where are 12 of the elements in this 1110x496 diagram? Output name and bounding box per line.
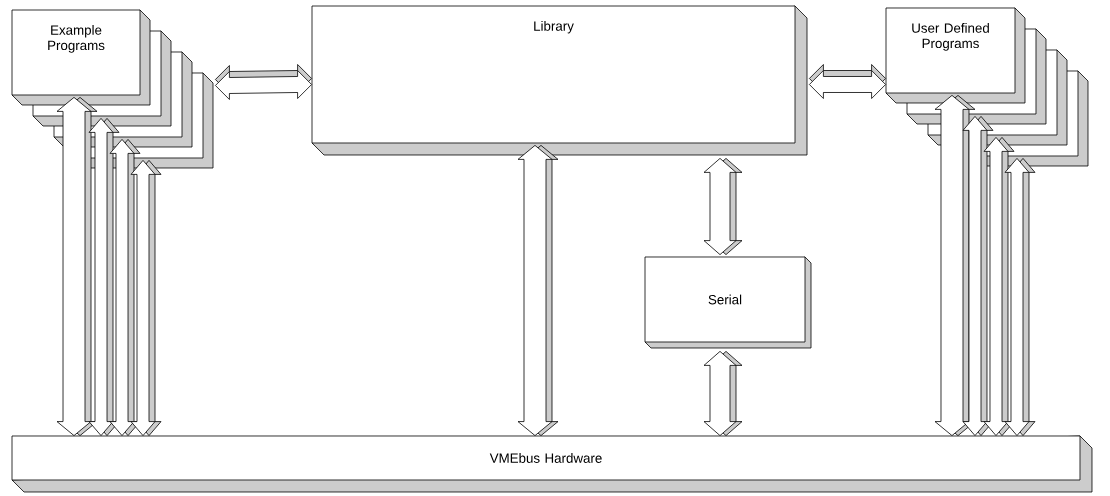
double-arrow	[1004, 158, 1036, 436]
double-arrow	[517, 145, 559, 436]
serial-box: Serial	[644, 256, 812, 349]
double-arrow	[215, 64, 312, 100]
double-arrow	[809, 64, 886, 99]
double-arrow	[703, 158, 743, 255]
bus-bar: VMEbus Hardware	[11, 435, 1093, 493]
program-box: User Defined Programs	[885, 7, 1026, 104]
library-box: Library	[311, 5, 808, 156]
double-arrow	[56, 97, 98, 436]
double-arrow	[130, 160, 162, 436]
double-arrow	[703, 351, 743, 436]
